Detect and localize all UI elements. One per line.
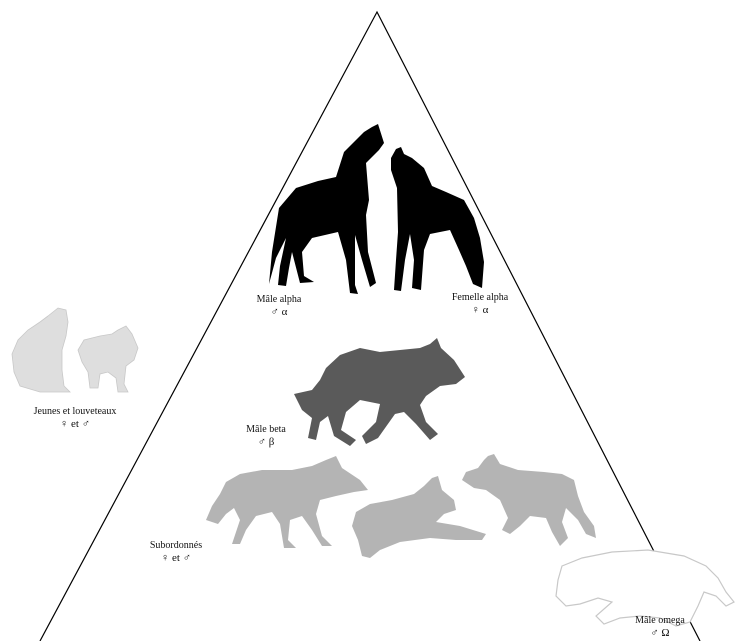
female-alpha-symbol: ♀ α xyxy=(440,304,520,316)
subordinates-symbol: ♀ et ♂ xyxy=(138,552,214,564)
subordinates-title: Subordonnés xyxy=(150,540,202,551)
alpha-female-wolf-silhouette xyxy=(391,147,484,291)
male-omega-title: Mâle omega xyxy=(635,615,685,626)
young-wolf-standing-silhouette xyxy=(78,326,138,392)
young-label: Jeunes et louveteaux ♀ et ♂ xyxy=(18,406,132,430)
male-alpha-symbol: ♂ α xyxy=(244,306,314,318)
male-alpha-title: Mâle alpha xyxy=(257,294,302,305)
subordinate-wolf-walking-silhouette xyxy=(206,456,368,548)
male-beta-title: Mâle beta xyxy=(246,424,286,435)
female-alpha-title: Femelle alpha xyxy=(452,292,508,303)
male-beta-symbol: ♂ β xyxy=(234,436,298,448)
alpha-male-wolf-silhouette xyxy=(269,124,384,294)
female-alpha-label: Femelle alpha ♀ α xyxy=(440,292,520,316)
subordinates-label: Subordonnés ♀ et ♂ xyxy=(138,540,214,564)
young-symbol: ♀ et ♂ xyxy=(18,418,132,430)
male-omega-label: Mâle omega ♂ Ω xyxy=(622,615,698,639)
beta-male-wolf-silhouette xyxy=(294,338,465,446)
subordinate-wolf-crouching-silhouette xyxy=(462,454,596,546)
young-title: Jeunes et louveteaux xyxy=(34,406,117,417)
male-alpha-label: Mâle alpha ♂ α xyxy=(244,294,314,318)
young-wolf-sitting-silhouette xyxy=(12,308,70,392)
male-beta-label: Mâle beta ♂ β xyxy=(234,424,298,448)
male-omega-symbol: ♂ Ω xyxy=(622,627,698,639)
subordinate-wolf-lying-silhouette xyxy=(352,476,486,558)
